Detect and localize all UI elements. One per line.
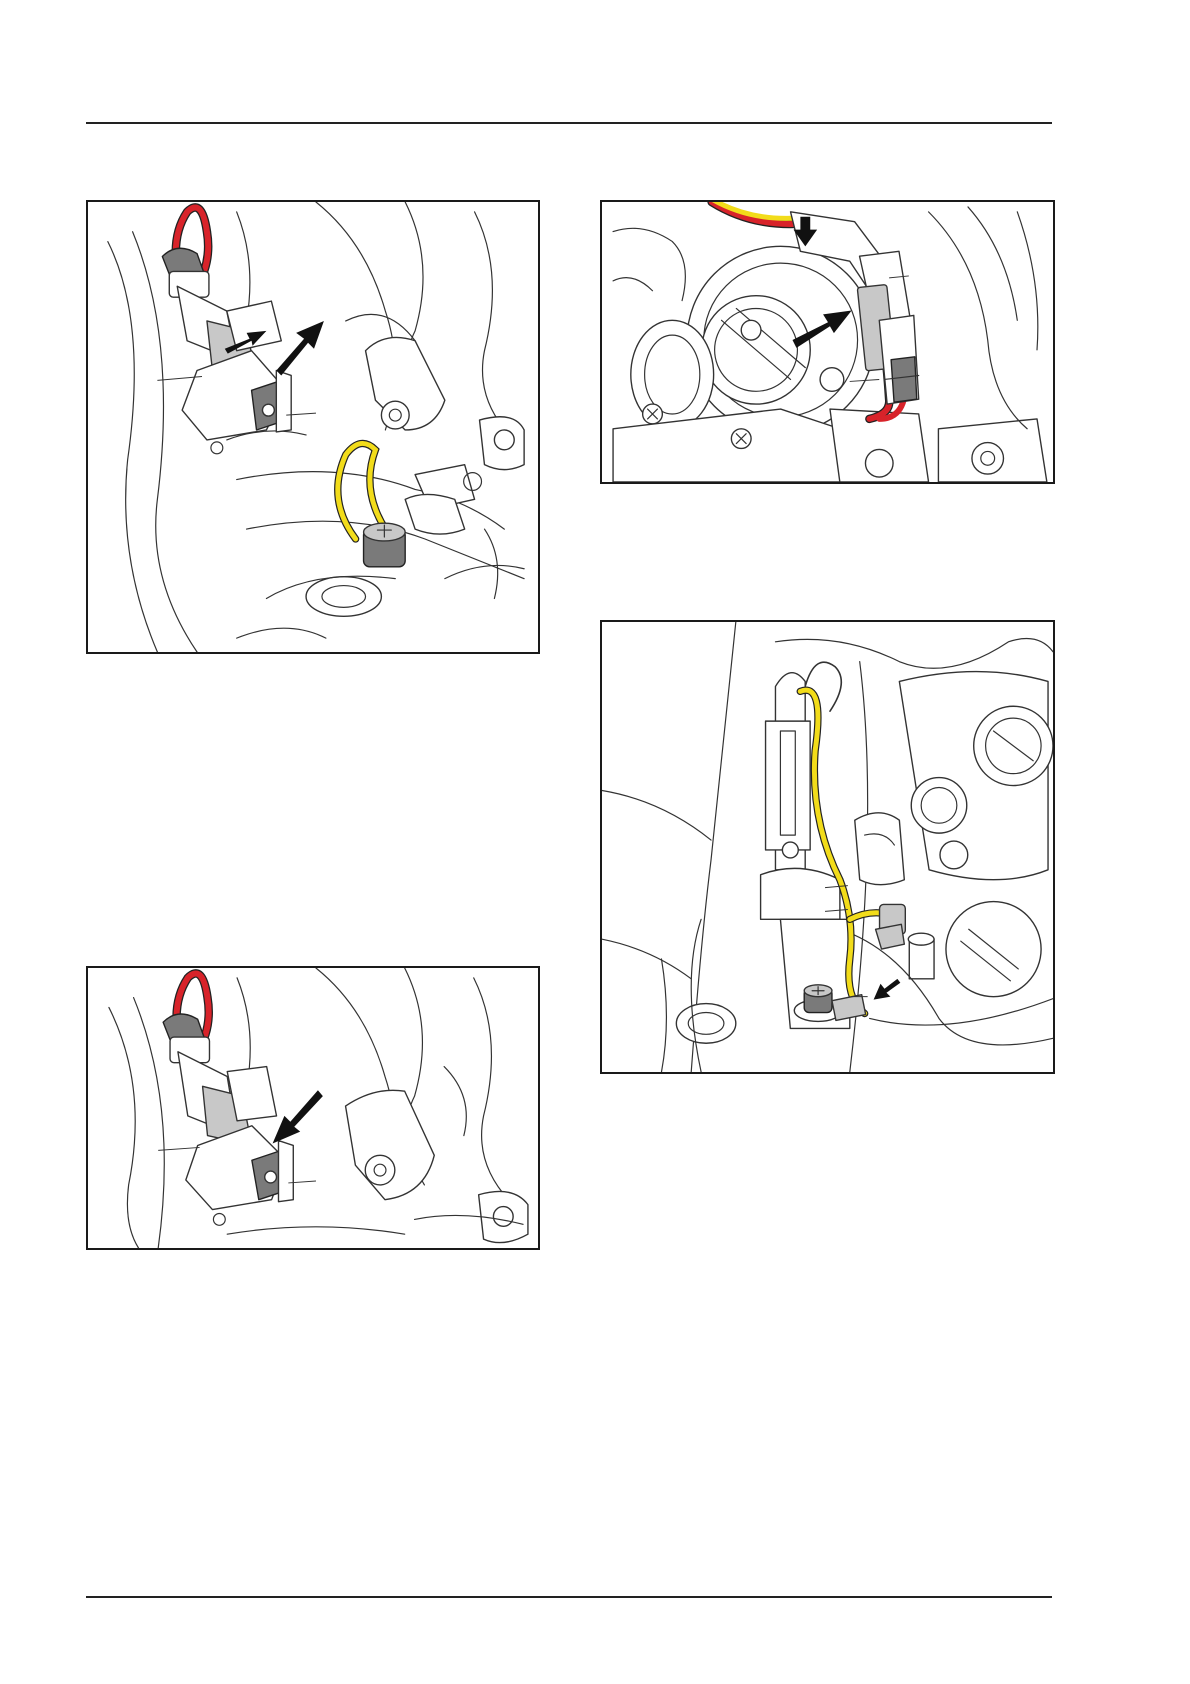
figure-harness-routing [600, 620, 1055, 1074]
arrow-clip-icon [874, 979, 901, 1000]
connector-assembly [163, 1014, 293, 1225]
earth-bolt [364, 523, 406, 567]
earth-bolt [794, 985, 865, 1022]
clip-bracket [761, 673, 905, 1029]
connector-fit-illustration [88, 968, 538, 1248]
connector-push-illustration [602, 202, 1053, 482]
figure-connector-push [600, 200, 1055, 484]
figure-connector-fit [86, 966, 540, 1250]
background-linework [109, 968, 528, 1248]
direction-arrows [874, 979, 901, 1000]
arrow-withdraw-icon [276, 321, 324, 376]
figure-connector-removal [86, 200, 540, 654]
cable-clip [876, 904, 906, 949]
connector-removal-illustration [88, 202, 538, 652]
header-rule [86, 122, 1052, 124]
footer-rule [86, 1596, 1052, 1598]
harness-routing-illustration [602, 622, 1053, 1072]
arrow-fit-icon [273, 1090, 323, 1143]
direction-arrows [273, 1090, 323, 1143]
